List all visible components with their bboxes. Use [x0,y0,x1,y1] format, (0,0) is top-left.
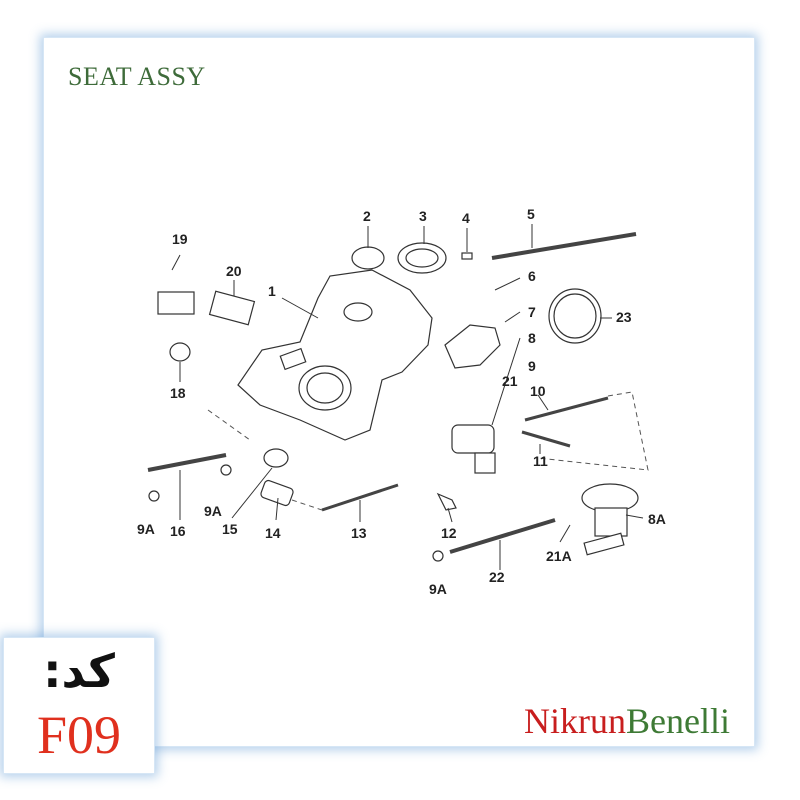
clamp-9a-3 [432,550,444,562]
leader-lines [171,224,644,570]
hose-part-10 [524,396,609,422]
hose-part-11 [521,430,571,448]
routing-line [291,499,323,511]
page-title: SEAT ASSY [68,62,206,91]
connector-part [436,492,457,511]
brand-logo: NikrunBenelli [524,700,730,742]
callout-4: 4 [462,210,470,226]
callout-20: 20 [226,263,242,279]
callout-6: 6 [528,268,536,284]
callout-21a: 21A [546,548,572,564]
callout-7: 7 [528,304,536,320]
callout-23: 23 [616,309,632,325]
hose-part-13 [321,483,399,512]
plate-part-20 [208,290,256,326]
callout-21: 21 [502,373,518,389]
callout-16: 16 [170,523,186,539]
fuel-pump-part [451,424,496,474]
callout-14: 14 [265,525,281,541]
callout-10: 10 [530,383,546,399]
code-box: کد: F09 [4,638,154,773]
gasket-ring-part [548,288,602,344]
hose-part-5 [491,232,637,260]
callout-3: 3 [419,208,427,224]
callout-19: 19 [172,231,188,247]
brand-part2: Benelli [626,701,730,741]
callout-12: 12 [441,525,457,541]
pin-part [461,252,473,260]
clamp-part-15 [263,448,289,468]
grommet-part-18 [169,342,191,362]
callout-9a: 9A [429,581,447,597]
callout-2: 2 [363,208,371,224]
callout-5: 5 [527,206,535,222]
filter-part [260,479,294,507]
brand-part1: Nikrun [524,701,627,741]
callout-18: 18 [170,385,186,401]
bracket-part [157,291,195,315]
callout-9: 9 [528,358,536,374]
routing-line [537,391,649,471]
fuel-cap-part [351,246,385,270]
hose-part-22 [449,518,556,554]
cap-ring-part [397,242,447,274]
diagram-card [44,38,754,746]
code-value: F09 [36,705,122,765]
routing-line [207,409,251,441]
clamp-9a-1 [148,490,160,502]
clamp-9a-2 [220,464,232,476]
code-label: کد: [43,644,115,698]
callout-13: 13 [351,525,367,541]
callout-1: 1 [268,283,276,299]
callout-15: 15 [222,521,238,537]
pump-plate-part [444,324,501,369]
callout-9a: 9A [137,521,155,537]
callout-8: 8 [528,330,536,346]
callout-8a: 8A [648,511,666,527]
callout-9a: 9A [204,503,222,519]
callout-22: 22 [489,569,505,585]
fuel-tank-part [237,269,433,441]
callout-11: 11 [533,453,548,469]
hose-part-16 [147,453,227,472]
fuel-pump-part-8a [581,483,639,556]
